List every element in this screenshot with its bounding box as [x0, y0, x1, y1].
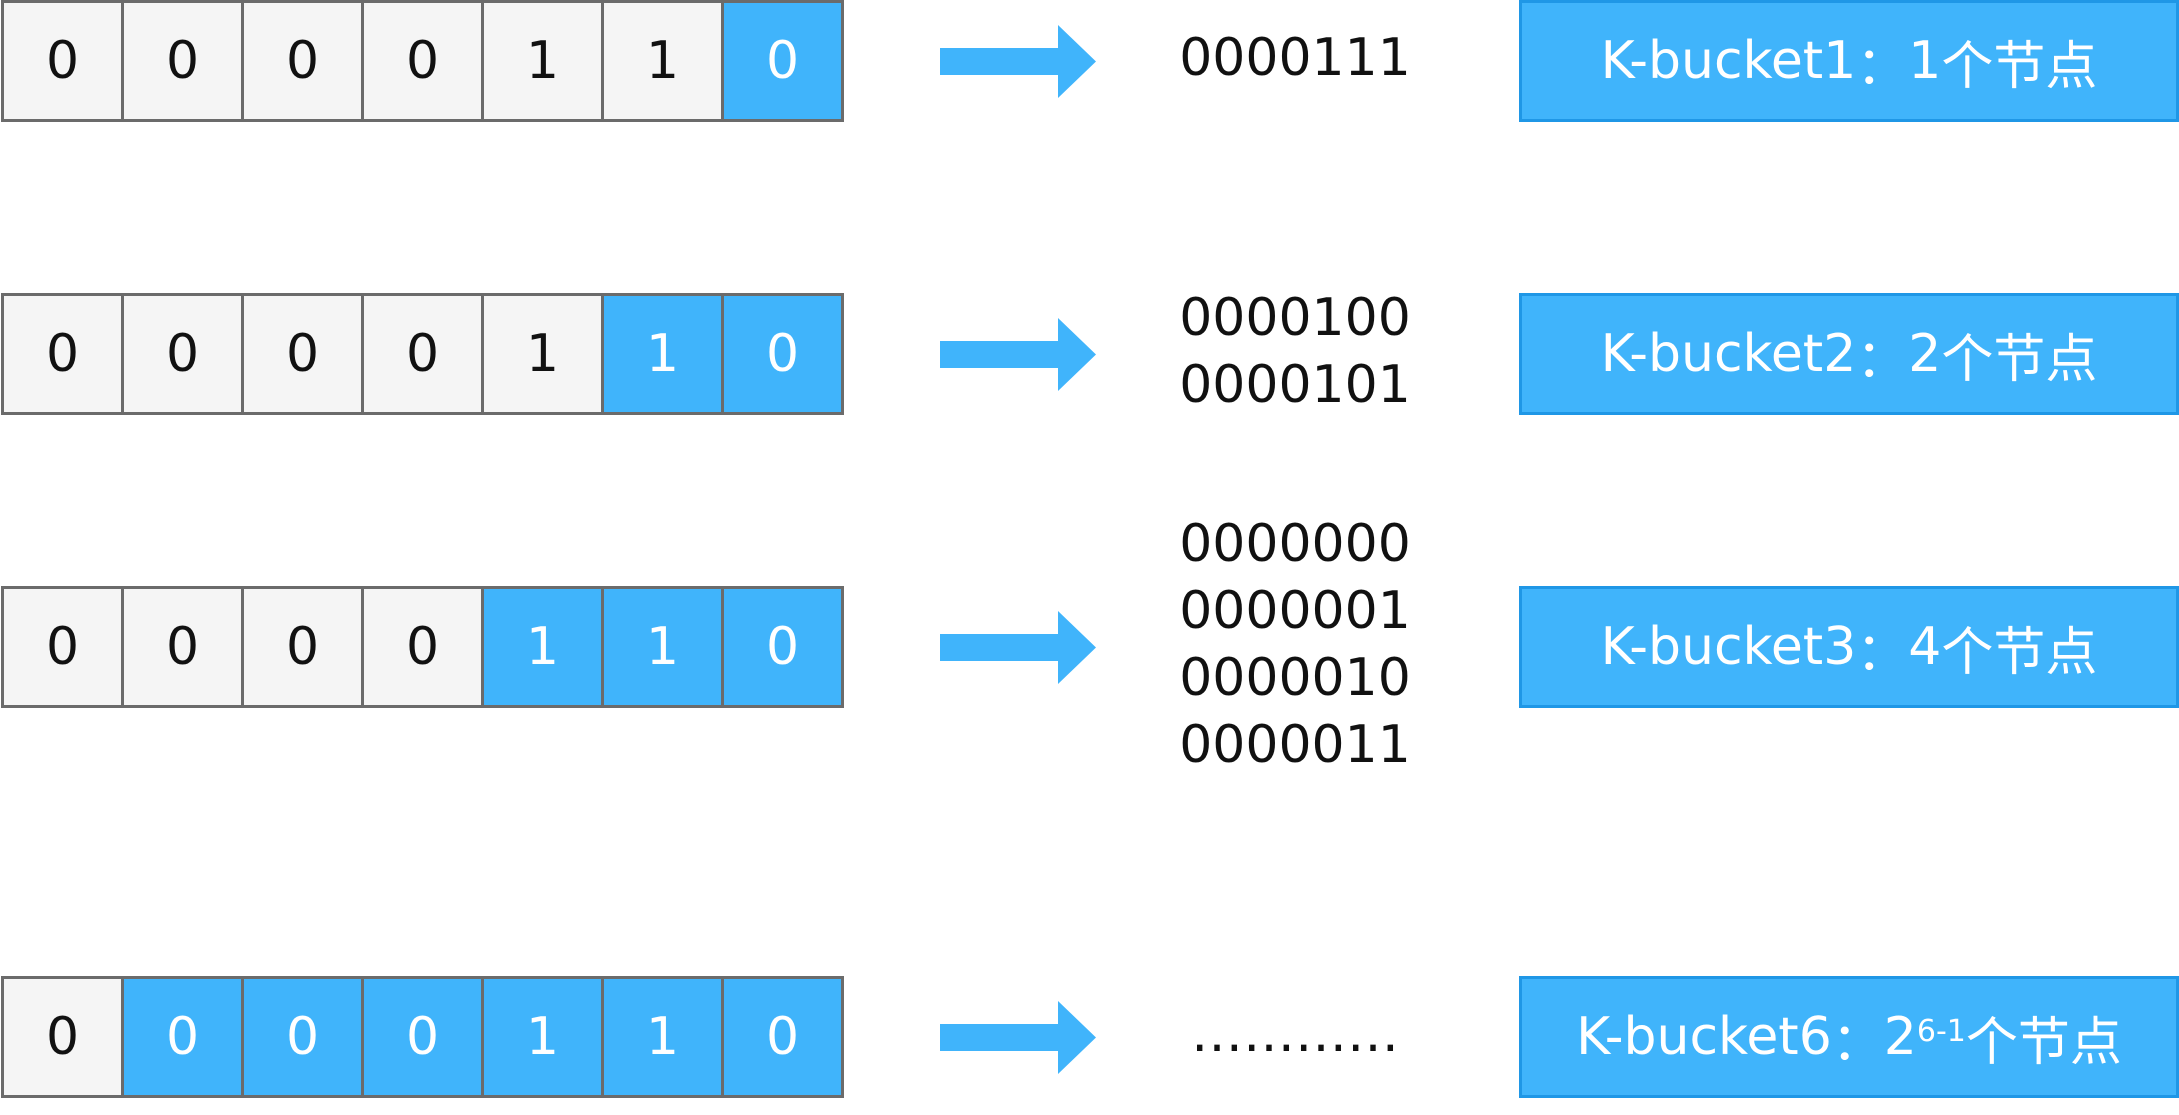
- bit-cell: 0: [4, 586, 124, 708]
- bucket-row-3: 0 0 0 0 1 1 0 0000000 0000001 0000010 00…: [0, 514, 2179, 775]
- bit-array: 0 0 0 0 1 1 0: [1, 976, 844, 1098]
- bucket-name: K-bucket1: [1600, 31, 1857, 91]
- bucket-name: K-bucket2: [1600, 324, 1857, 384]
- bucket-count-exponent: 6-1: [1916, 1013, 1966, 1049]
- bucket-name: K-bucket3: [1600, 617, 1857, 677]
- bit-cell: 0: [724, 586, 844, 708]
- bit-cell: 0: [4, 293, 124, 415]
- bucket-suffix: 个节点: [1941, 36, 2098, 97]
- node-id: 0000000: [1179, 514, 1411, 574]
- bit-array: 0 0 0 0 1 1 0: [1, 293, 844, 415]
- bucket-count: 2: [1908, 324, 1942, 384]
- node-id-list: …………: [1120, 1001, 1470, 1068]
- bit-cell: 1: [484, 976, 604, 1098]
- bit-cell: 1: [484, 0, 604, 122]
- bit-cell: 0: [364, 0, 484, 122]
- bit-array: 0 0 0 0 1 1 0: [1, 0, 844, 122]
- node-id-list: 0000000 0000001 0000010 0000011: [1120, 511, 1470, 779]
- bit-cell: 0: [4, 976, 124, 1098]
- right-arrow-icon: [940, 611, 1096, 684]
- bucket-count: 4: [1908, 617, 1942, 677]
- bit-cell: 0: [124, 586, 244, 708]
- bucket-separator: ：: [1856, 36, 1909, 97]
- bit-cell: 0: [364, 293, 484, 415]
- node-id: 0000101: [1179, 355, 1411, 415]
- bit-cell: 1: [604, 0, 724, 122]
- bit-cell: 0: [724, 0, 844, 122]
- bit-cell: 0: [124, 976, 244, 1098]
- right-arrow-icon: [940, 1001, 1096, 1074]
- bit-cell: 0: [364, 586, 484, 708]
- bit-array: 0 0 0 0 1 1 0: [1, 586, 844, 708]
- right-arrow-icon: [940, 318, 1096, 391]
- bucket-suffix: 个节点: [1941, 329, 2098, 390]
- bit-cell: 1: [604, 976, 724, 1098]
- bit-cell: 0: [244, 586, 364, 708]
- bucket-separator: ：: [1831, 1012, 1884, 1073]
- node-id-ellipsis: …………: [1191, 1004, 1399, 1064]
- bit-cell: 0: [124, 293, 244, 415]
- bit-cell: 1: [604, 586, 724, 708]
- node-id: 0000100: [1179, 288, 1411, 348]
- bit-cell: 1: [604, 293, 724, 415]
- node-id: 0000001: [1179, 581, 1411, 641]
- node-id: 0000010: [1179, 648, 1411, 708]
- bucket-separator: ：: [1856, 622, 1909, 683]
- bit-cell: 0: [244, 293, 364, 415]
- node-id-list: 0000100 0000101: [1120, 285, 1470, 419]
- node-id-list: 0000111: [1120, 25, 1470, 92]
- bit-cell: 0: [724, 293, 844, 415]
- bit-cell: 1: [484, 293, 604, 415]
- bucket-suffix: 个节点: [1965, 1012, 2122, 1073]
- bit-cell: 0: [724, 976, 844, 1098]
- node-id: 0000111: [1179, 28, 1411, 88]
- bucket-separator: ：: [1856, 329, 1909, 390]
- bit-cell: 1: [484, 586, 604, 708]
- bit-cell: 0: [364, 976, 484, 1098]
- bucket-name: K-bucket6: [1576, 1007, 1832, 1067]
- right-arrow-icon: [940, 25, 1096, 98]
- bit-cell: 0: [244, 0, 364, 122]
- bit-cell: 0: [124, 0, 244, 122]
- bit-cell: 0: [244, 976, 364, 1098]
- bit-cell: 0: [4, 0, 124, 122]
- node-id: 0000011: [1179, 715, 1411, 775]
- bucket-suffix: 个节点: [1941, 622, 2098, 683]
- bucket-count: 2: [1883, 1007, 1917, 1067]
- bucket-row-2: 0 0 0 0 1 1 0 0000100 0000101 K-bucket2：…: [0, 288, 2179, 415]
- bucket-count: 1: [1908, 31, 1942, 91]
